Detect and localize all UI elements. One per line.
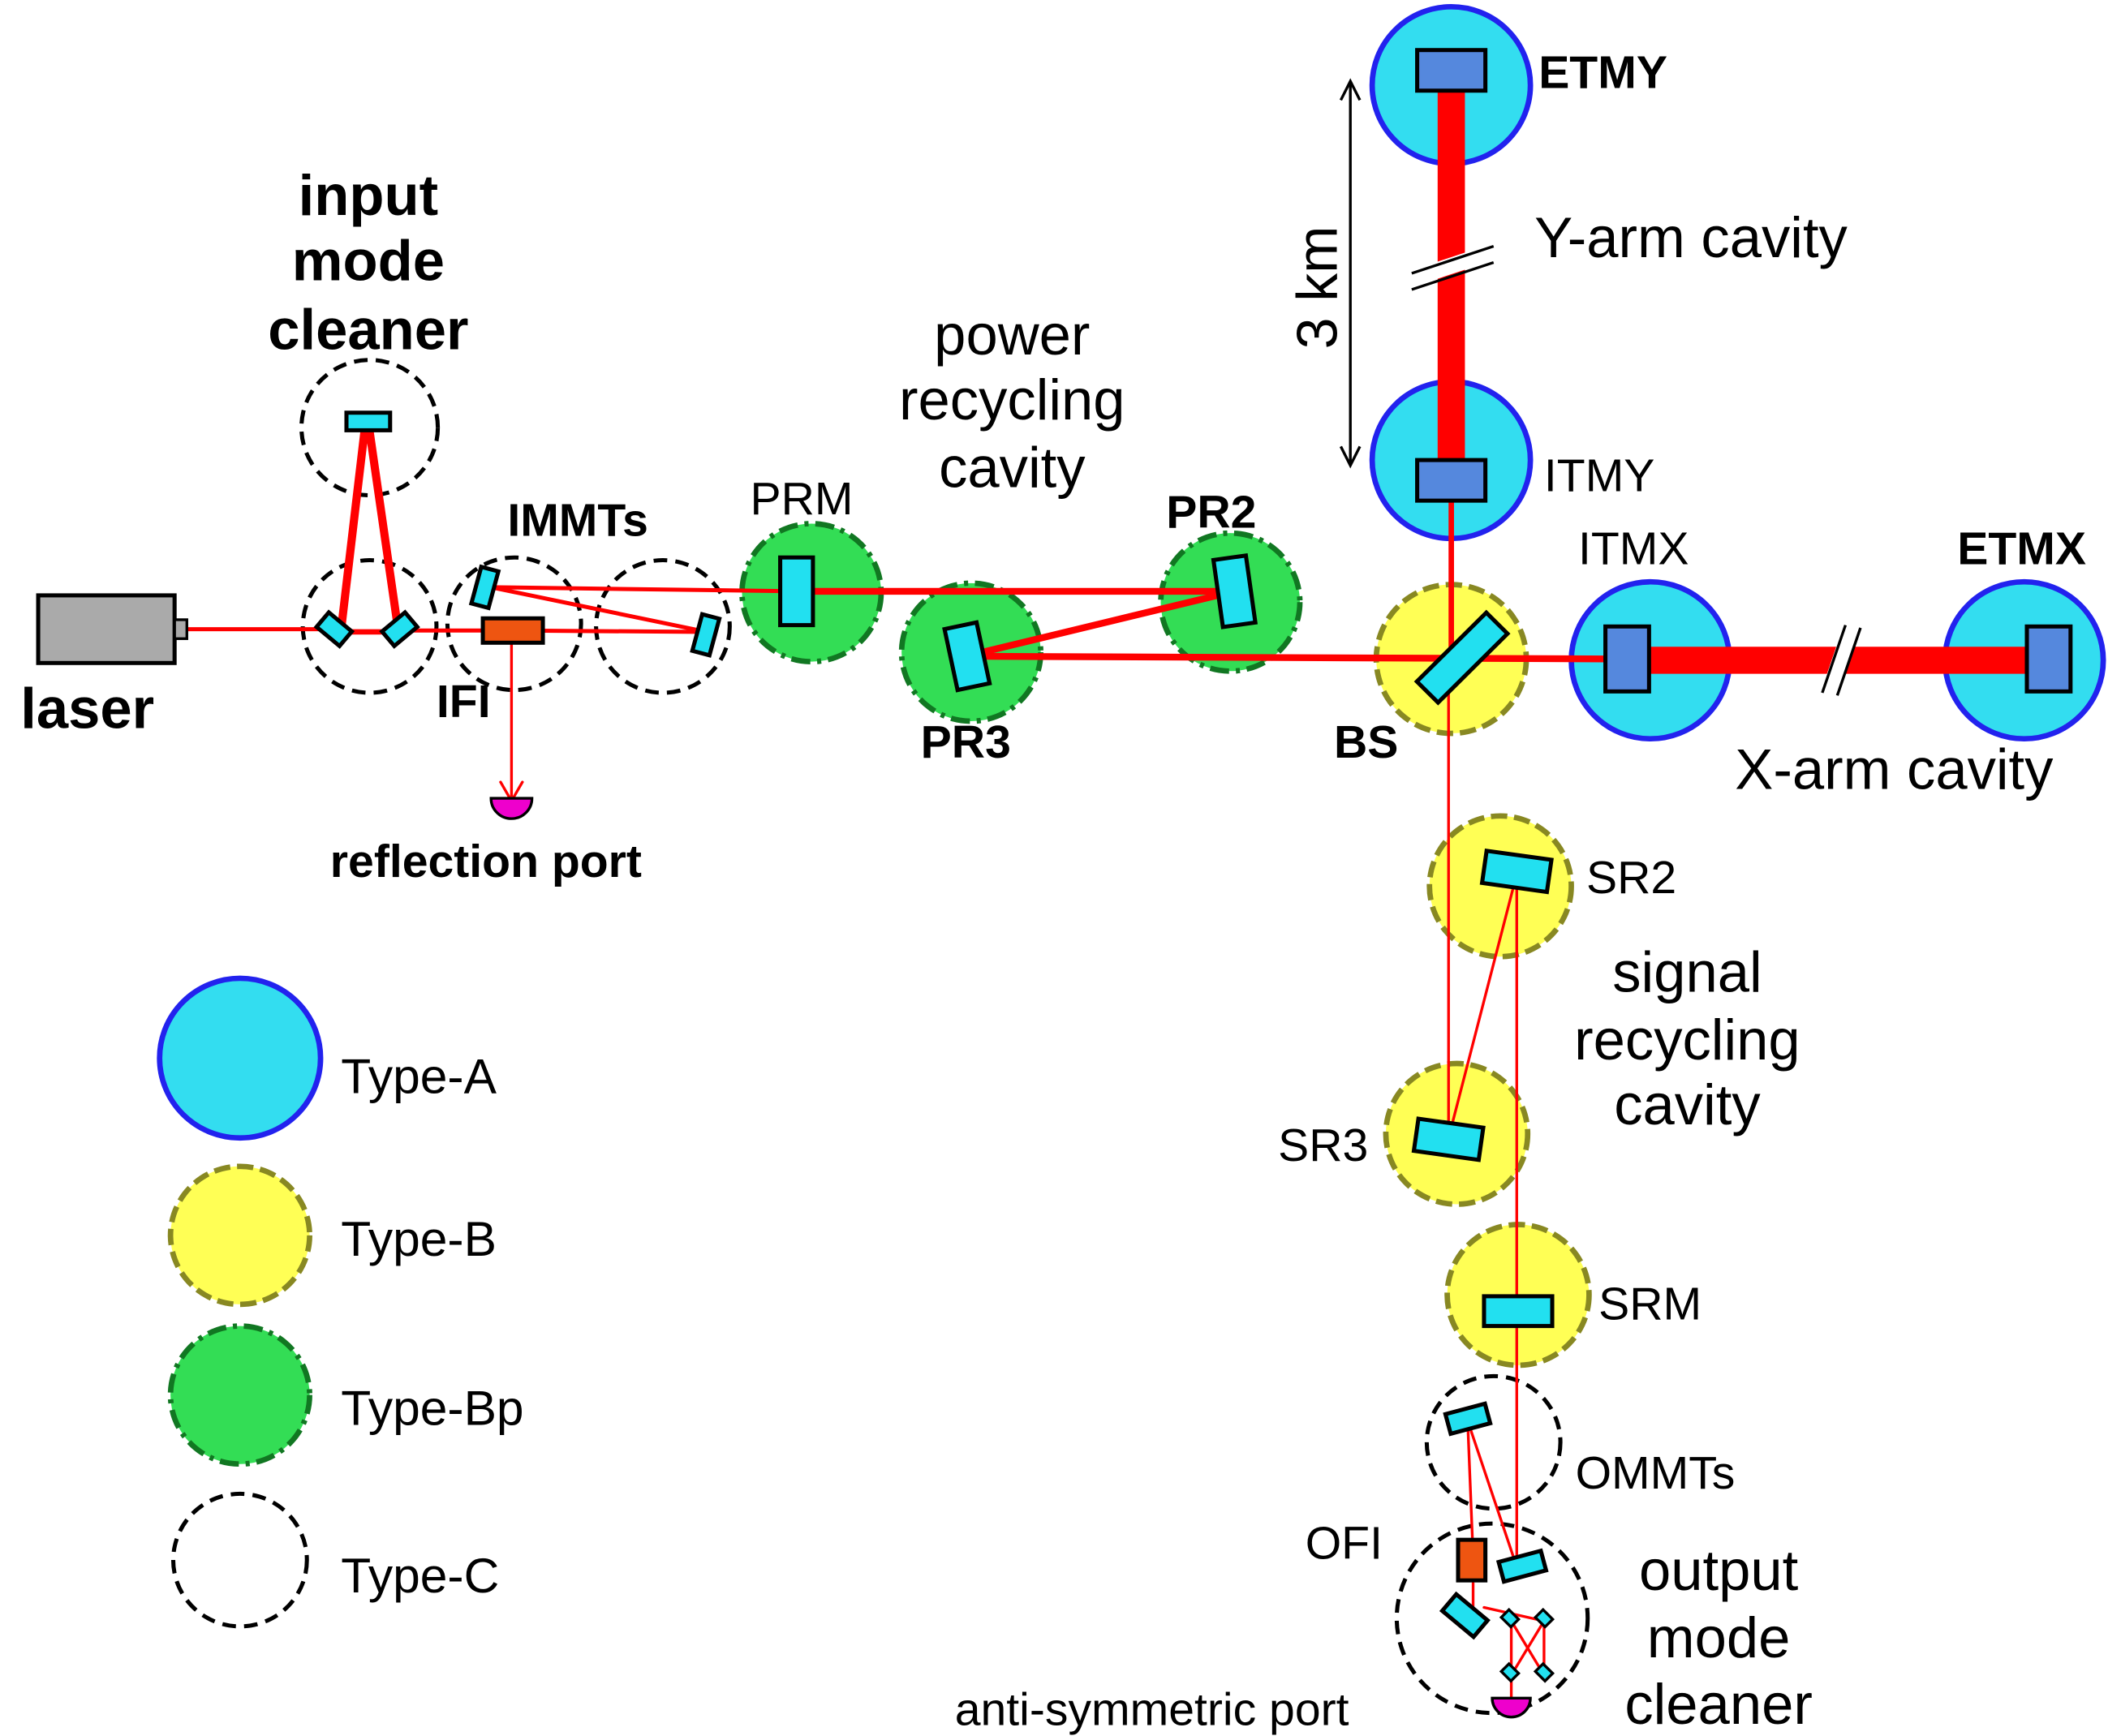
legend-type-a-label: Type-A (341, 1049, 497, 1104)
prc-label-line2: recycling (899, 367, 1125, 432)
srm-label: SRM (1598, 1278, 1702, 1330)
omc-input-mirror-icon (1495, 1548, 1549, 1584)
prc-label-line1: power (934, 303, 1090, 367)
legend-type-c-label: Type-C (341, 1548, 499, 1603)
sr3-mirror-icon (1411, 1116, 1486, 1162)
immt2-suspension (594, 558, 732, 695)
anti-symmetric-port-detector-icon (1491, 1696, 1532, 1719)
beam-ommt-omc (1466, 1419, 1518, 1569)
laser-icon (36, 593, 177, 665)
three-km-label: 3 km (1284, 226, 1349, 350)
sr2-mirror-icon (1479, 848, 1554, 895)
legend: Type-A Type-B Type-Bp Type-C (157, 975, 524, 1629)
itmx-mirror-icon (1603, 624, 1651, 694)
beam-omc-x2 (1509, 1619, 1546, 1677)
pr2-mirror-icon (1211, 552, 1258, 630)
prm-label: PRM (751, 473, 854, 525)
bs-label: BS (1334, 716, 1398, 768)
ofi-isolator-icon (1456, 1537, 1488, 1583)
omc-suspension (1394, 1521, 1590, 1716)
legend-type-bp-label: Type-Bp (341, 1381, 523, 1436)
imc-left-mirror-icon (313, 609, 355, 649)
legend-type-b-swatch (167, 1163, 312, 1308)
immts-label: IMMTs (507, 495, 648, 547)
immt1-mirror-icon (468, 564, 501, 611)
imc-label-line1: input (299, 163, 438, 227)
beam-imc-right (364, 418, 402, 635)
beam-sr3-sr2 (1447, 872, 1518, 1140)
pr2-label: PR2 (1166, 487, 1256, 539)
x-arm-break (1821, 622, 1862, 696)
y-arm-cavity-label: Y-arm cavity (1534, 205, 1848, 269)
pr3-mirror-icon (942, 620, 992, 693)
etmx-mirror-icon (2024, 624, 2073, 694)
prm-mirror-icon (778, 555, 815, 628)
anti-symmetric-port-label: anti-symmetric port (955, 1684, 1349, 1736)
omc-label-line2: mode (1647, 1606, 1791, 1670)
sr2-label: SR2 (1586, 852, 1676, 904)
omc-cavity-mirrors (1499, 1607, 1555, 1683)
imc-bottom-suspension (300, 558, 439, 695)
beam-ommt-ofi (1466, 1419, 1475, 1558)
etmy-mirror-icon (1415, 48, 1488, 93)
etmy-label: ETMY (1538, 47, 1667, 99)
ifi-label: IFI (437, 676, 491, 728)
beam-immt1-immt2 (488, 585, 709, 634)
etmx-label: ETMX (1957, 523, 2086, 575)
sr3-label: SR3 (1278, 1119, 1368, 1171)
arm-break-marks (1409, 243, 1862, 696)
omc-steering-mirror-icon (1439, 1591, 1491, 1640)
pr3-label: PR3 (921, 716, 1011, 768)
beam-pr2-pr3 (962, 587, 1238, 660)
itmy-label: ITMY (1544, 450, 1654, 502)
legend-type-c-swatch (170, 1491, 309, 1629)
type-bp-suspensions (739, 521, 1303, 724)
src-label-line1: signal (1612, 940, 1762, 1004)
imc-label-line3: cleaner (268, 298, 468, 362)
srm-mirror-icon (1482, 1294, 1555, 1329)
legend-type-bp-swatch (167, 1323, 312, 1467)
y-arm-break (1409, 243, 1496, 291)
src-label-line3: cavity (1614, 1072, 1761, 1137)
imc-right-mirror-icon (379, 609, 420, 649)
legend-type-a-swatch (157, 975, 324, 1141)
legend-type-b-label: Type-B (341, 1211, 497, 1266)
src-label-line2: recycling (1574, 1008, 1800, 1072)
ifi-isolator-icon (480, 616, 545, 645)
prc-label-line3: cavity (939, 436, 1086, 500)
ommt-mirror-icon (1443, 1401, 1493, 1437)
beam-pr3-bs (962, 652, 1613, 663)
reflection-port-detector-icon (489, 797, 534, 820)
type-c-suspensions (299, 358, 1590, 1716)
itmx-label: ITMX (1578, 523, 1689, 575)
three-km-arrow (1339, 78, 1362, 469)
laser-label: laser (20, 677, 154, 741)
ofi-label: OFI (1306, 1518, 1383, 1570)
ommts-label: OMMTs (1576, 1447, 1736, 1499)
itmy-mirror-icon (1415, 458, 1488, 503)
type-b-suspensions (1373, 582, 1592, 1369)
x-arm-cavity-label: X-arm cavity (1735, 737, 2054, 801)
omc-label-line1: output (1639, 1538, 1799, 1602)
imc-top-mirror-icon (344, 410, 393, 432)
immt2-mirror-icon (690, 612, 722, 658)
imc-label-line2: mode (292, 229, 445, 293)
reflection-port-label: reflection port (330, 836, 642, 887)
optics (36, 48, 2073, 1719)
omc-label-line3: cleaner (1624, 1672, 1813, 1736)
beam-imc-left (337, 418, 370, 635)
laser-output-icon (173, 618, 188, 640)
labels: input mode cleaner laser IMMTs IFI refle… (20, 47, 2086, 1736)
ommt-suspension (1424, 1373, 1563, 1511)
beam-immt1-prm (488, 585, 799, 594)
bs-mirror-icon (1413, 609, 1511, 706)
